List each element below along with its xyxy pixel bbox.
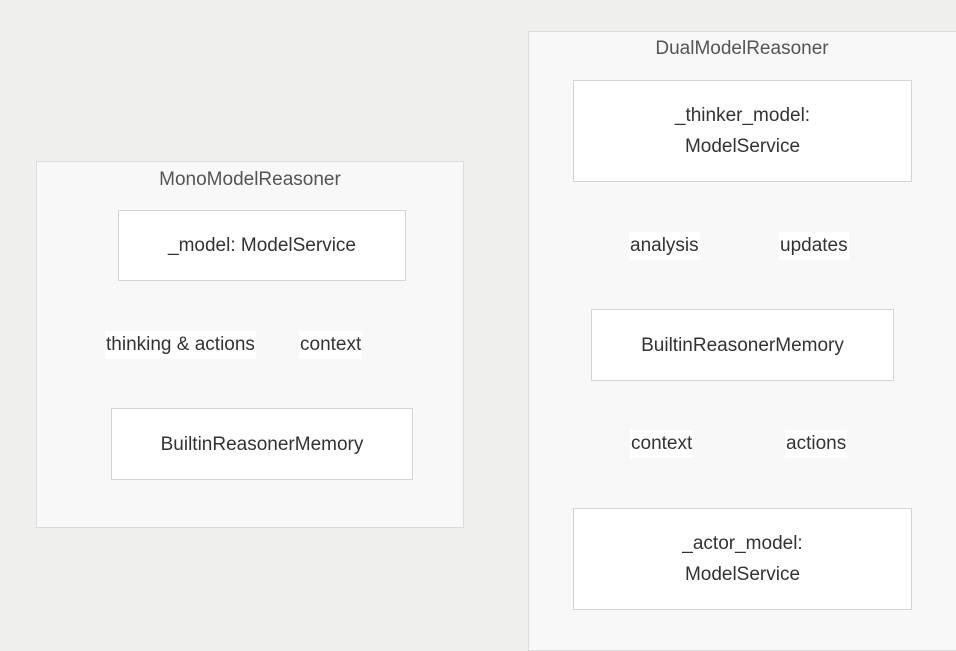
node-label-line-1: _thinker_model: [674,105,811,126]
node-label: BuiltinReasonerMemory [641,334,844,356]
dual-builtin-reasoner-memory-node[interactable]: BuiltinReasonerMemory [591,309,894,381]
actor-model-node[interactable]: _actor_model: ModelService [573,508,912,610]
node-label-line-2: ModelService [684,136,801,157]
edge-label-thinking-actions: thinking & actions [105,331,256,359]
cluster-title: MonoModelReasoner [159,169,341,190]
cluster-title: DualModelReasoner [655,38,829,59]
node-label-line-2: ModelService [684,564,801,585]
thinker-model-node[interactable]: _thinker_model: ModelService [573,80,912,182]
edge-label-context: context [299,331,363,359]
edge-label-analysis: analysis [629,232,700,260]
node-label: BuiltinReasonerMemory [160,433,364,455]
edge-label-updates: updates [779,232,849,260]
edge-label-context: context [630,430,694,458]
edge-label-actions: actions [785,430,848,458]
model-service-node[interactable]: _model: ModelService [118,210,406,281]
node-label: _model: ModelService [168,235,356,256]
node-label-line-1: _actor_model: [682,533,803,554]
builtin-reasoner-memory-node[interactable]: BuiltinReasonerMemory [111,408,413,480]
